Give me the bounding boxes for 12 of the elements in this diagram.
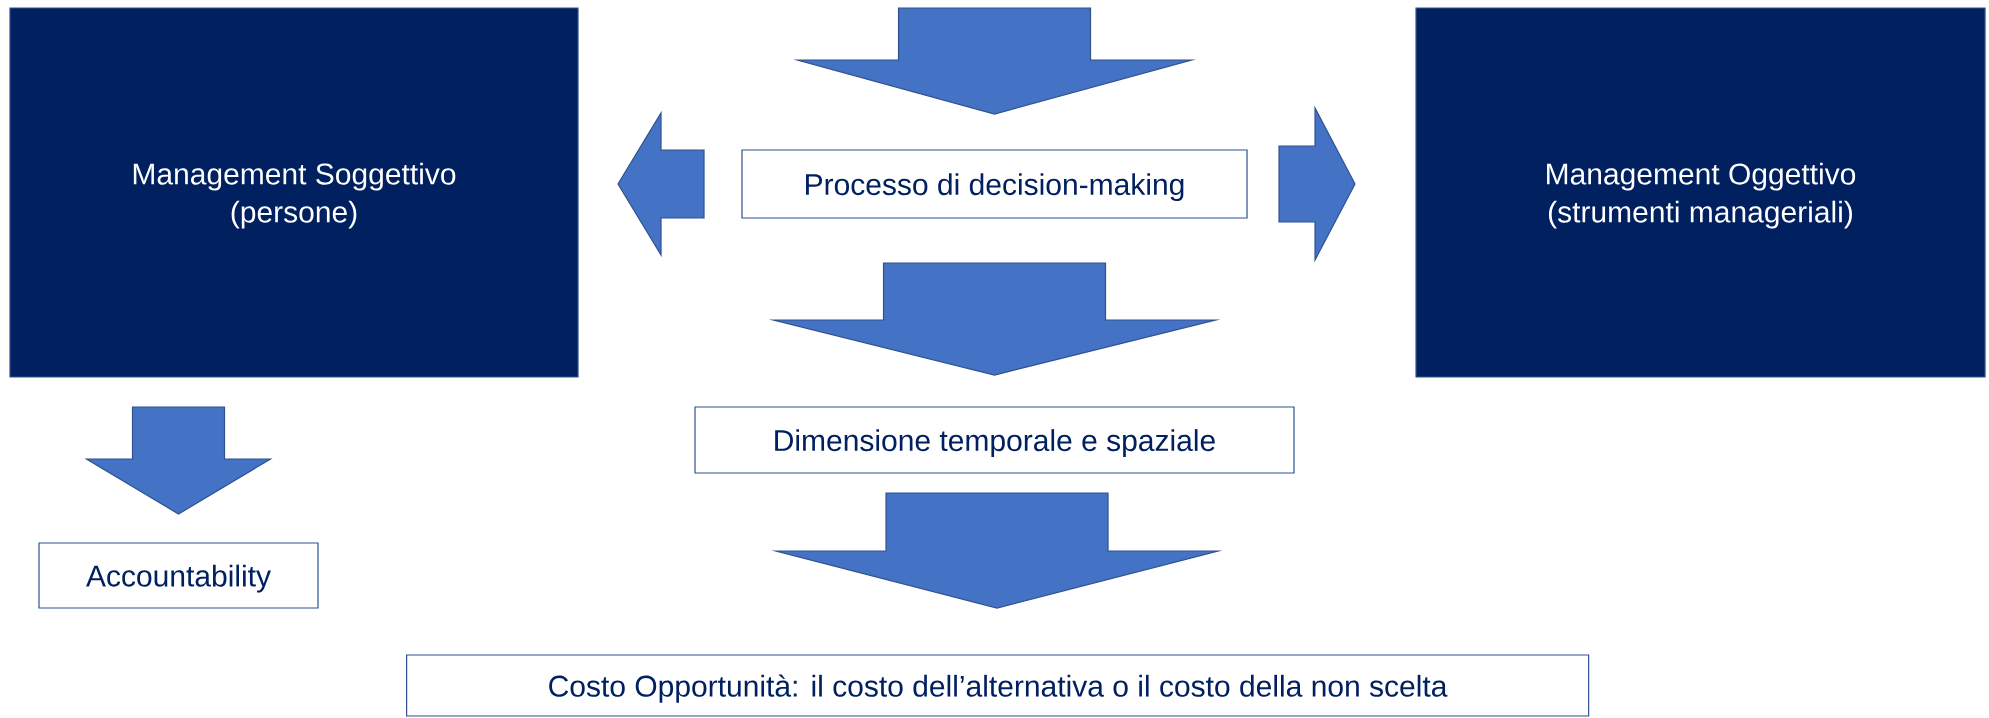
block-arrow bbox=[1278, 105, 1356, 263]
block-arrow bbox=[84, 406, 273, 515]
name-box: Management Oggettivo (strumenti manageriali) bbox=[1415, 7, 1986, 378]
block-arrow bbox=[771, 492, 1223, 609]
label-box: Dimensione temporale e spaziale bbox=[694, 406, 1295, 474]
label-box: Accountability bbox=[38, 542, 319, 609]
block-arrow bbox=[768, 262, 1221, 376]
block-arrow bbox=[617, 110, 705, 258]
block-arrow bbox=[793, 7, 1196, 115]
label-box: Costo Opportunità: il costo dell’alternativa o il costo della non scelta bbox=[406, 654, 1590, 717]
label-box: Processo di decision-making bbox=[741, 149, 1248, 219]
name-box: Management Soggettivo (persone) bbox=[9, 7, 579, 378]
